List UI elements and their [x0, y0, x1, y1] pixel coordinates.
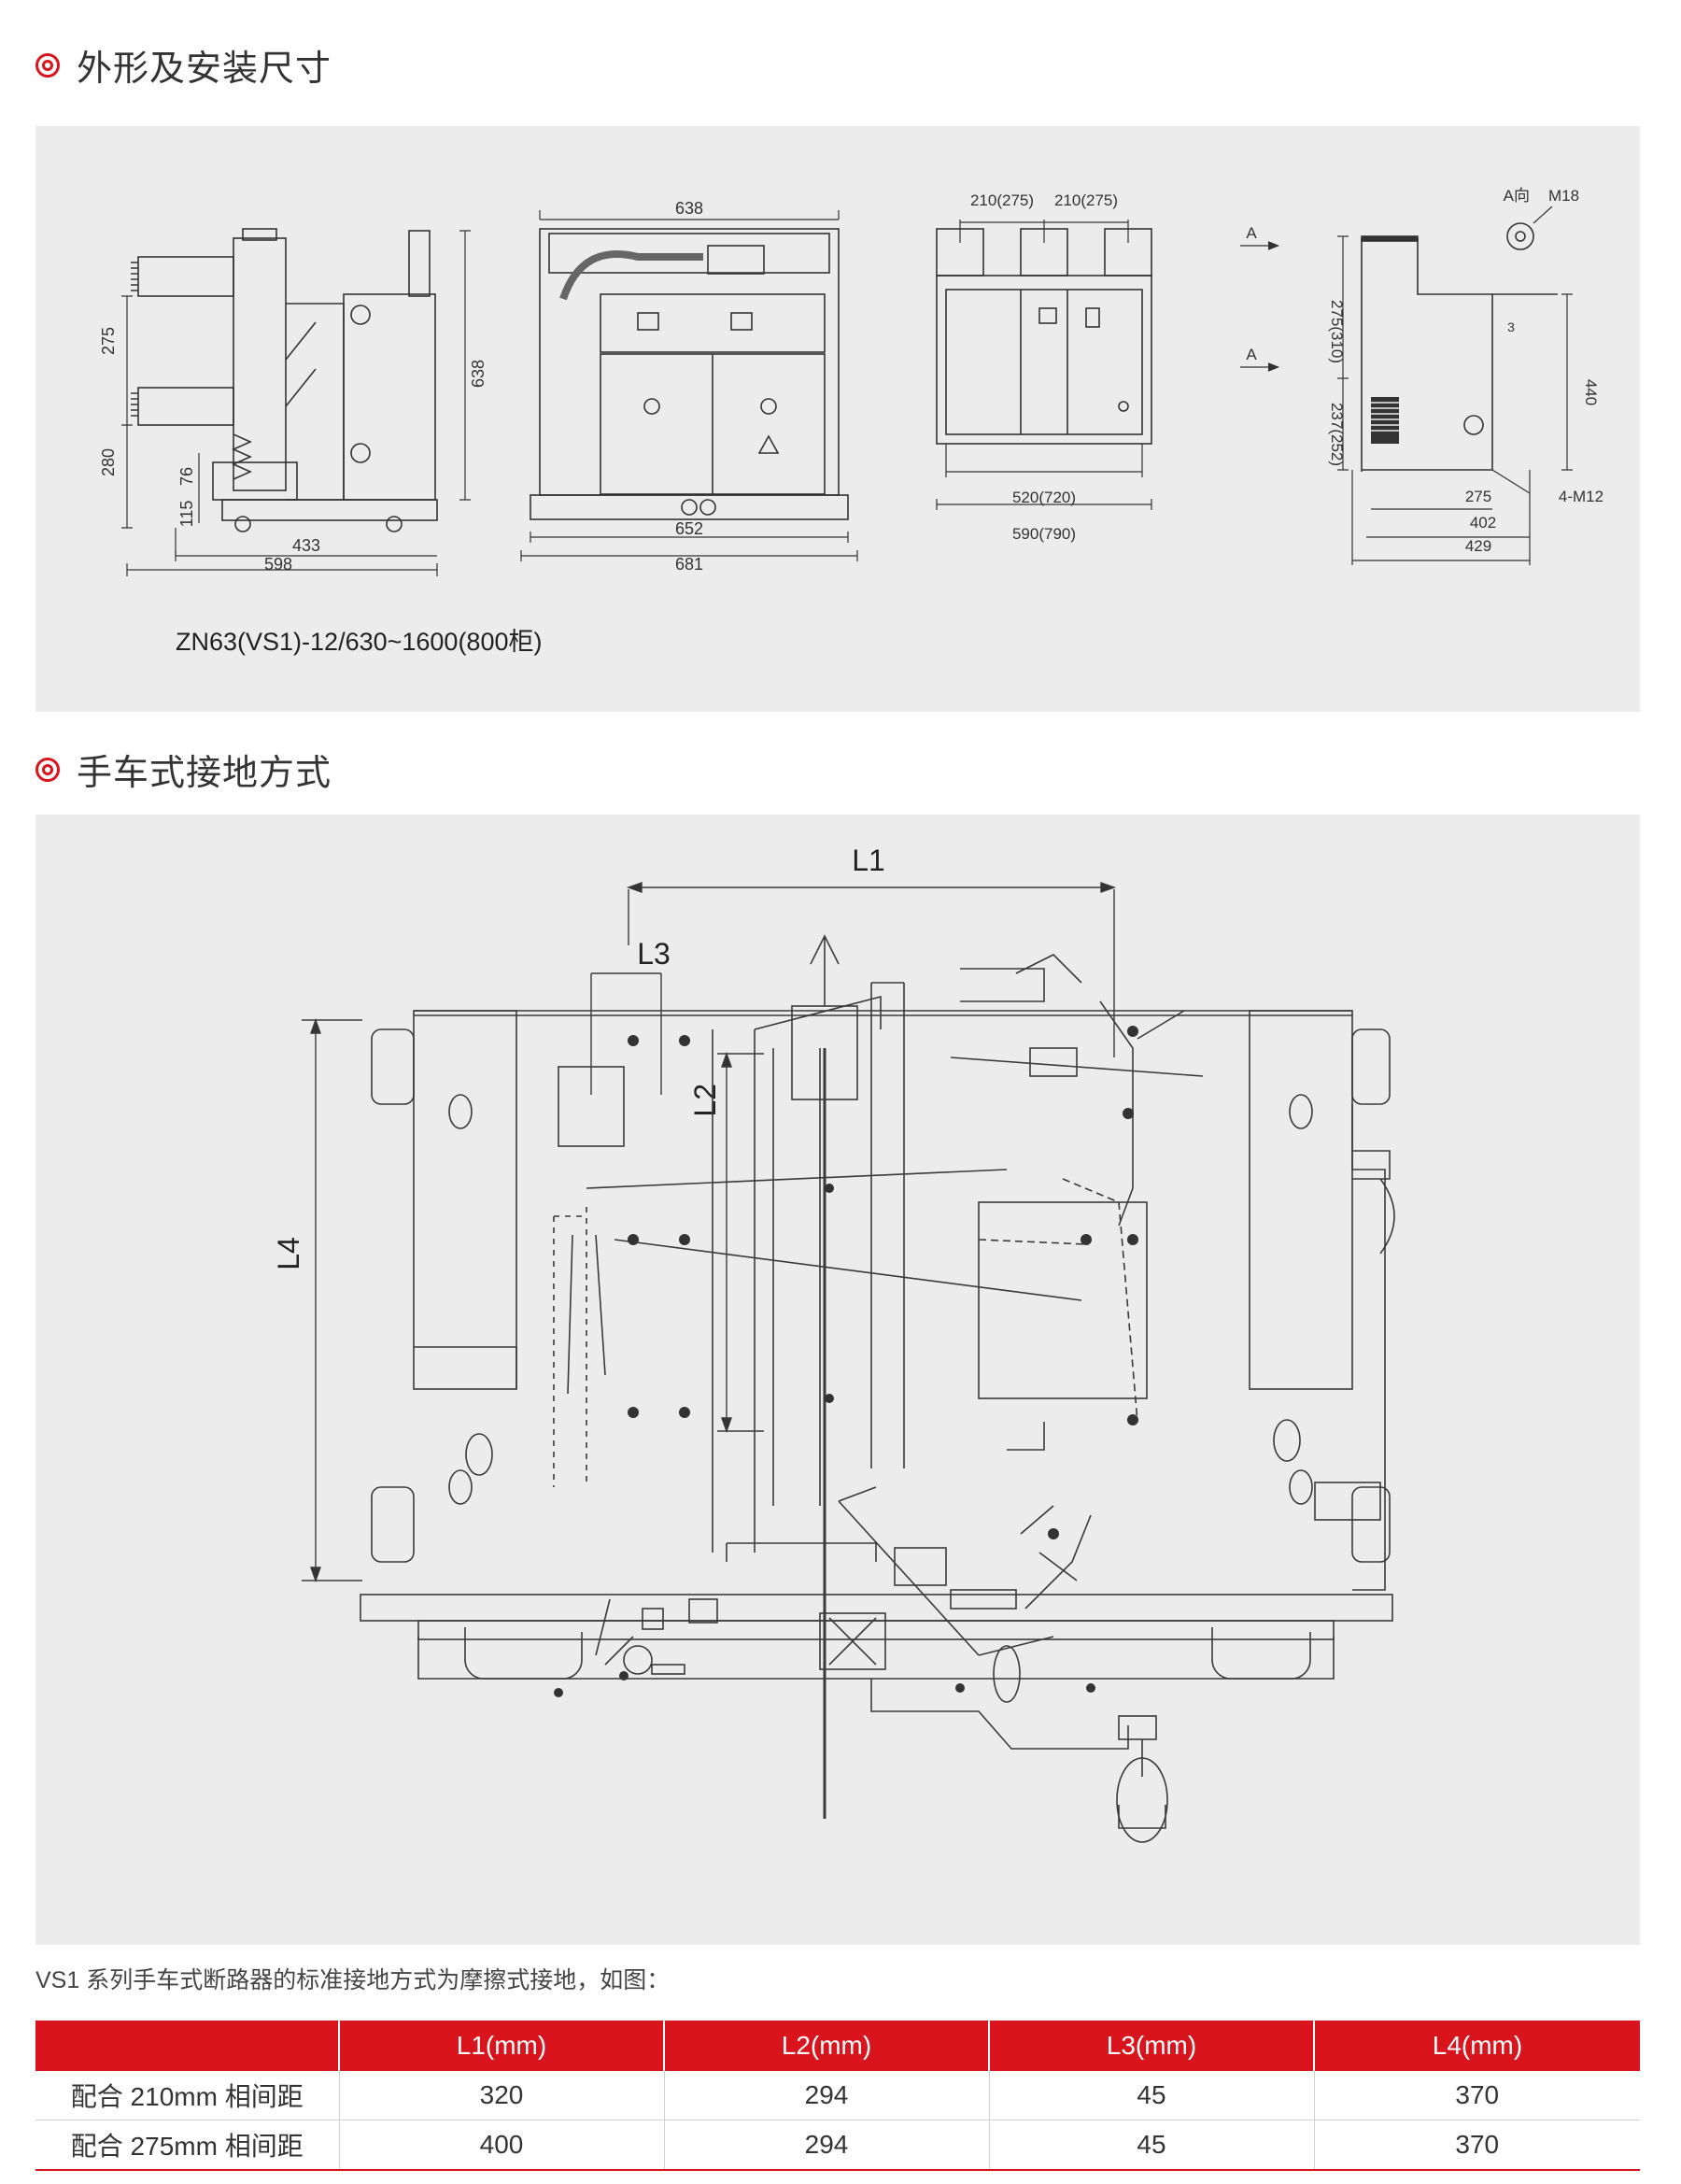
label-l2: L2	[688, 1084, 722, 1117]
table-header: L1(mm)	[339, 2021, 665, 2071]
side-view-drawing: 275 280 76 115 433 598 638	[99, 228, 487, 576]
table-cell: 45	[989, 2071, 1315, 2120]
table-cell: 配合 275mm 相间距	[35, 2120, 340, 2171]
base-rail	[360, 1594, 1393, 1843]
label-4-m12: 4-M12	[1559, 488, 1603, 505]
dim-638-height: 638	[469, 360, 487, 388]
table-header: L4(mm)	[1314, 2021, 1640, 2071]
table-cell: 400	[339, 2120, 665, 2171]
table-row: 配合 275mm 相间距 400 294 45 370	[35, 2120, 1640, 2171]
table-cell: 45	[989, 2120, 1315, 2171]
label-part-3: 3	[1507, 319, 1515, 334]
dimension-lines	[302, 882, 1117, 1583]
section-title-text: 手车式接地方式	[77, 754, 332, 793]
dim-275: 275	[99, 327, 118, 355]
ring-bullet-icon	[35, 52, 60, 78]
label-l3: L3	[637, 937, 671, 971]
table-header-row: L1(mm) L2(mm) L3(mm) L4(mm)	[35, 2021, 1640, 2071]
label-m18: M18	[1548, 187, 1579, 205]
dim-275-310: 275(310)	[1328, 300, 1346, 363]
grounding-drawing: L1 L2 L3 L4	[272, 844, 1395, 1843]
dim-520-720: 520(720)	[1012, 489, 1076, 506]
label-l4: L4	[272, 1237, 305, 1270]
truck-frame	[371, 1010, 1395, 1591]
label-a-top: A	[1246, 224, 1257, 242]
table-cell: 294	[664, 2120, 990, 2171]
table-cell: 370	[1314, 2120, 1640, 2171]
dim-210-275-a: 210(275)	[970, 191, 1034, 209]
dim-76: 76	[177, 467, 196, 486]
dim-440: 440	[1582, 379, 1600, 405]
dim-638-width: 638	[675, 199, 703, 218]
dim-237-252: 237(252)	[1328, 403, 1346, 466]
outline-drawing-panel: 275 280 76 115 433 598 638	[35, 126, 1640, 712]
outline-drawing: 275 280 76 115 433 598 638	[99, 187, 1603, 576]
table-cell: 配合 210mm 相间距	[35, 2071, 340, 2120]
section-title-grounding: 手车式接地方式	[35, 744, 332, 795]
table-row: 配合 210mm 相间距 320 294 45 370	[35, 2071, 1640, 2120]
top-view-drawing: 210(275) 210(275) 520(720) 590(790)	[936, 191, 1152, 543]
mechanism-assembly	[553, 934, 1204, 1819]
label-a-direction: A向	[1504, 187, 1530, 205]
grounding-drawing-panel: L1 L2 L3 L4	[35, 815, 1640, 1945]
dim-598: 598	[264, 555, 292, 574]
dim-681: 681	[675, 555, 703, 574]
ring-bullet-icon	[35, 757, 60, 782]
label-a-bottom: A	[1246, 346, 1257, 363]
dim-280: 280	[99, 448, 118, 476]
table-header: L2(mm)	[664, 2021, 990, 2071]
mounting-view-drawing: A向 M18 A A 275(310) 237(252) 440 275 4-M…	[1240, 187, 1603, 565]
section-title-text: 外形及安装尺寸	[77, 50, 332, 89]
bolt-heads	[554, 1026, 1138, 1697]
dim-590-790: 590(790)	[1012, 525, 1076, 543]
drawing-caption: ZN63(VS1)-12/630~1600(800柜)	[176, 628, 543, 656]
section-title-dimensions: 外形及安装尺寸	[35, 39, 332, 91]
dim-433: 433	[292, 536, 320, 555]
table-cell: 320	[339, 2071, 665, 2120]
front-view-drawing: 638 652 681	[520, 199, 858, 574]
dim-402: 402	[1470, 514, 1496, 532]
dim-652: 652	[675, 519, 703, 538]
dim-429: 429	[1465, 537, 1491, 555]
grounding-description: VS1 系列手车式断路器的标准接地方式为摩擦式接地，如图：	[35, 1967, 671, 1993]
table-cell: 294	[664, 2071, 990, 2120]
table-header	[35, 2021, 340, 2071]
dim-275-base: 275	[1465, 488, 1491, 505]
dim-115: 115	[177, 501, 196, 528]
dimension-table: L1(mm) L2(mm) L3(mm) L4(mm) 配合 210mm 相间距…	[35, 2021, 1640, 2171]
label-l1: L1	[852, 844, 885, 877]
table-header: L3(mm)	[989, 2021, 1315, 2071]
table-cell: 370	[1314, 2071, 1640, 2120]
dim-210-275-b: 210(275)	[1054, 191, 1118, 209]
